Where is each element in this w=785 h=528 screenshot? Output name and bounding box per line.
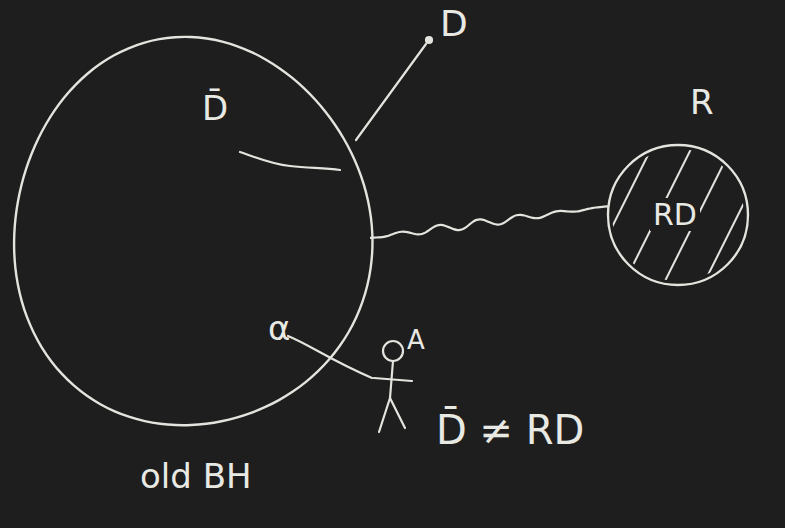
black-hole-outline xyxy=(14,37,372,425)
node-heading: R xyxy=(690,84,714,121)
radiation-circle: RRD xyxy=(606,142,750,288)
observer-head xyxy=(383,341,403,361)
point-label: D xyxy=(440,4,468,44)
wavy-connector xyxy=(370,206,608,238)
node-heading: old BH xyxy=(140,458,252,495)
squiggle-line xyxy=(240,152,340,170)
observer-legs xyxy=(379,398,405,432)
observer-label: A xyxy=(407,326,425,355)
subsystem-label: RD xyxy=(650,198,700,231)
radiation-outline xyxy=(608,145,748,285)
observer-arms xyxy=(374,378,412,381)
leader-line xyxy=(356,44,426,140)
region-label: D̄ xyxy=(202,90,228,127)
outline-shape xyxy=(10,38,372,430)
mode-label: α xyxy=(268,310,290,347)
hatching xyxy=(578,135,778,295)
point-dot xyxy=(426,37,432,43)
black-hole-circle: D̄αold BH xyxy=(10,38,372,430)
relation-note: D̄ ≠ RD xyxy=(436,408,584,452)
